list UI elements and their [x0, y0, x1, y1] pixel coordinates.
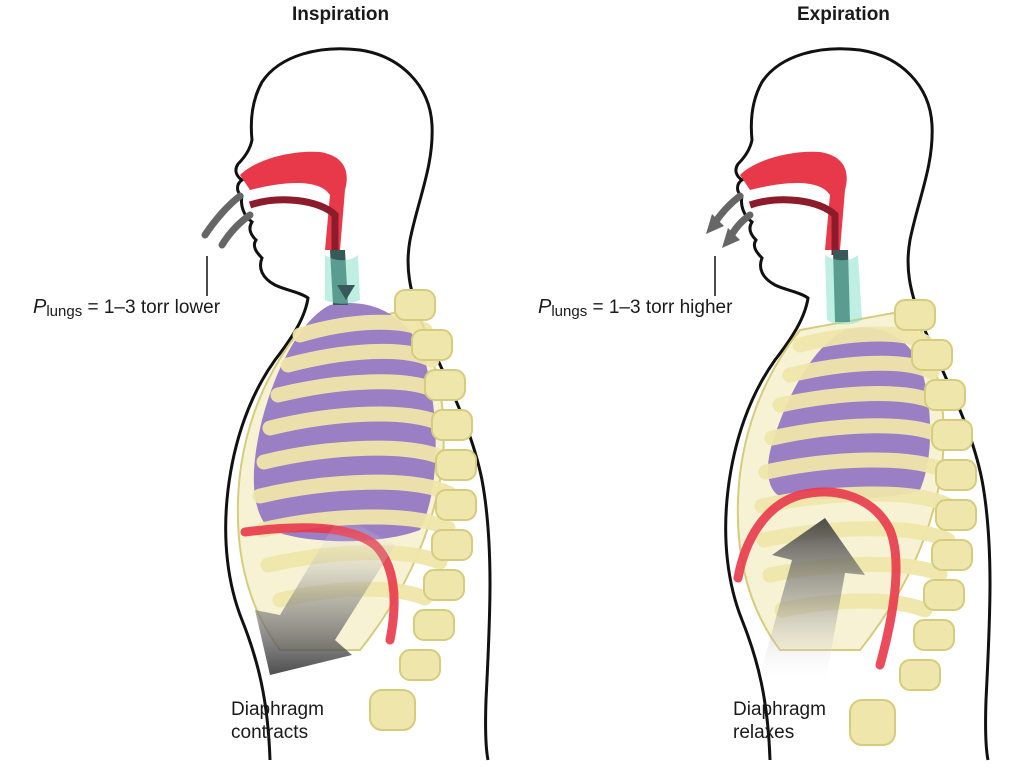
oral-airway — [248, 196, 339, 255]
inspiration-caption: Diaphragm contracts — [231, 698, 371, 744]
expiration-title: Expiration — [797, 4, 890, 25]
diaphragm — [733, 487, 901, 670]
inspiration-title: Inspiration — [292, 4, 390, 25]
larynx — [325, 255, 360, 304]
inspiration-pressure-label: Plungs = 1–3 torr lower — [33, 296, 220, 320]
caption-line-1: Diaphragm — [733, 699, 826, 720]
spine — [849, 299, 977, 746]
caption-line-2: relaxes — [733, 722, 795, 743]
pressure-value: = 1–3 torr higher — [592, 297, 733, 318]
pressure-symbol: P — [33, 296, 47, 318]
pressure-subscript: lungs — [551, 303, 588, 320]
inspiration-figure — [201, 47, 492, 761]
expiration-pressure-label: Plungs = 1–3 torr higher — [538, 296, 732, 320]
diaphragm-down-arrow — [255, 515, 395, 675]
rib-bands — [754, 326, 958, 618]
pressure-symbol: P — [538, 296, 552, 318]
diaphragm-up-arrow — [760, 518, 865, 685]
spine — [369, 289, 477, 731]
larynx — [825, 255, 862, 325]
caption-line-2: contracts — [231, 722, 309, 743]
oral-airway — [748, 196, 839, 255]
airflow-out-arrowheads — [706, 214, 740, 248]
pressure-value: = 1–3 torr lower — [87, 297, 221, 318]
airflow-down-arrowhead — [337, 285, 355, 300]
pressure-subscript: lungs — [46, 303, 83, 320]
expiration-figure — [706, 47, 992, 761]
airflow-in-arrows — [201, 192, 254, 249]
expiration-caption: Diaphragm relaxes — [733, 698, 873, 744]
nasal-cavity — [240, 151, 347, 250]
caption-line-1: Diaphragm — [231, 699, 324, 720]
nasal-cavity — [740, 151, 847, 250]
